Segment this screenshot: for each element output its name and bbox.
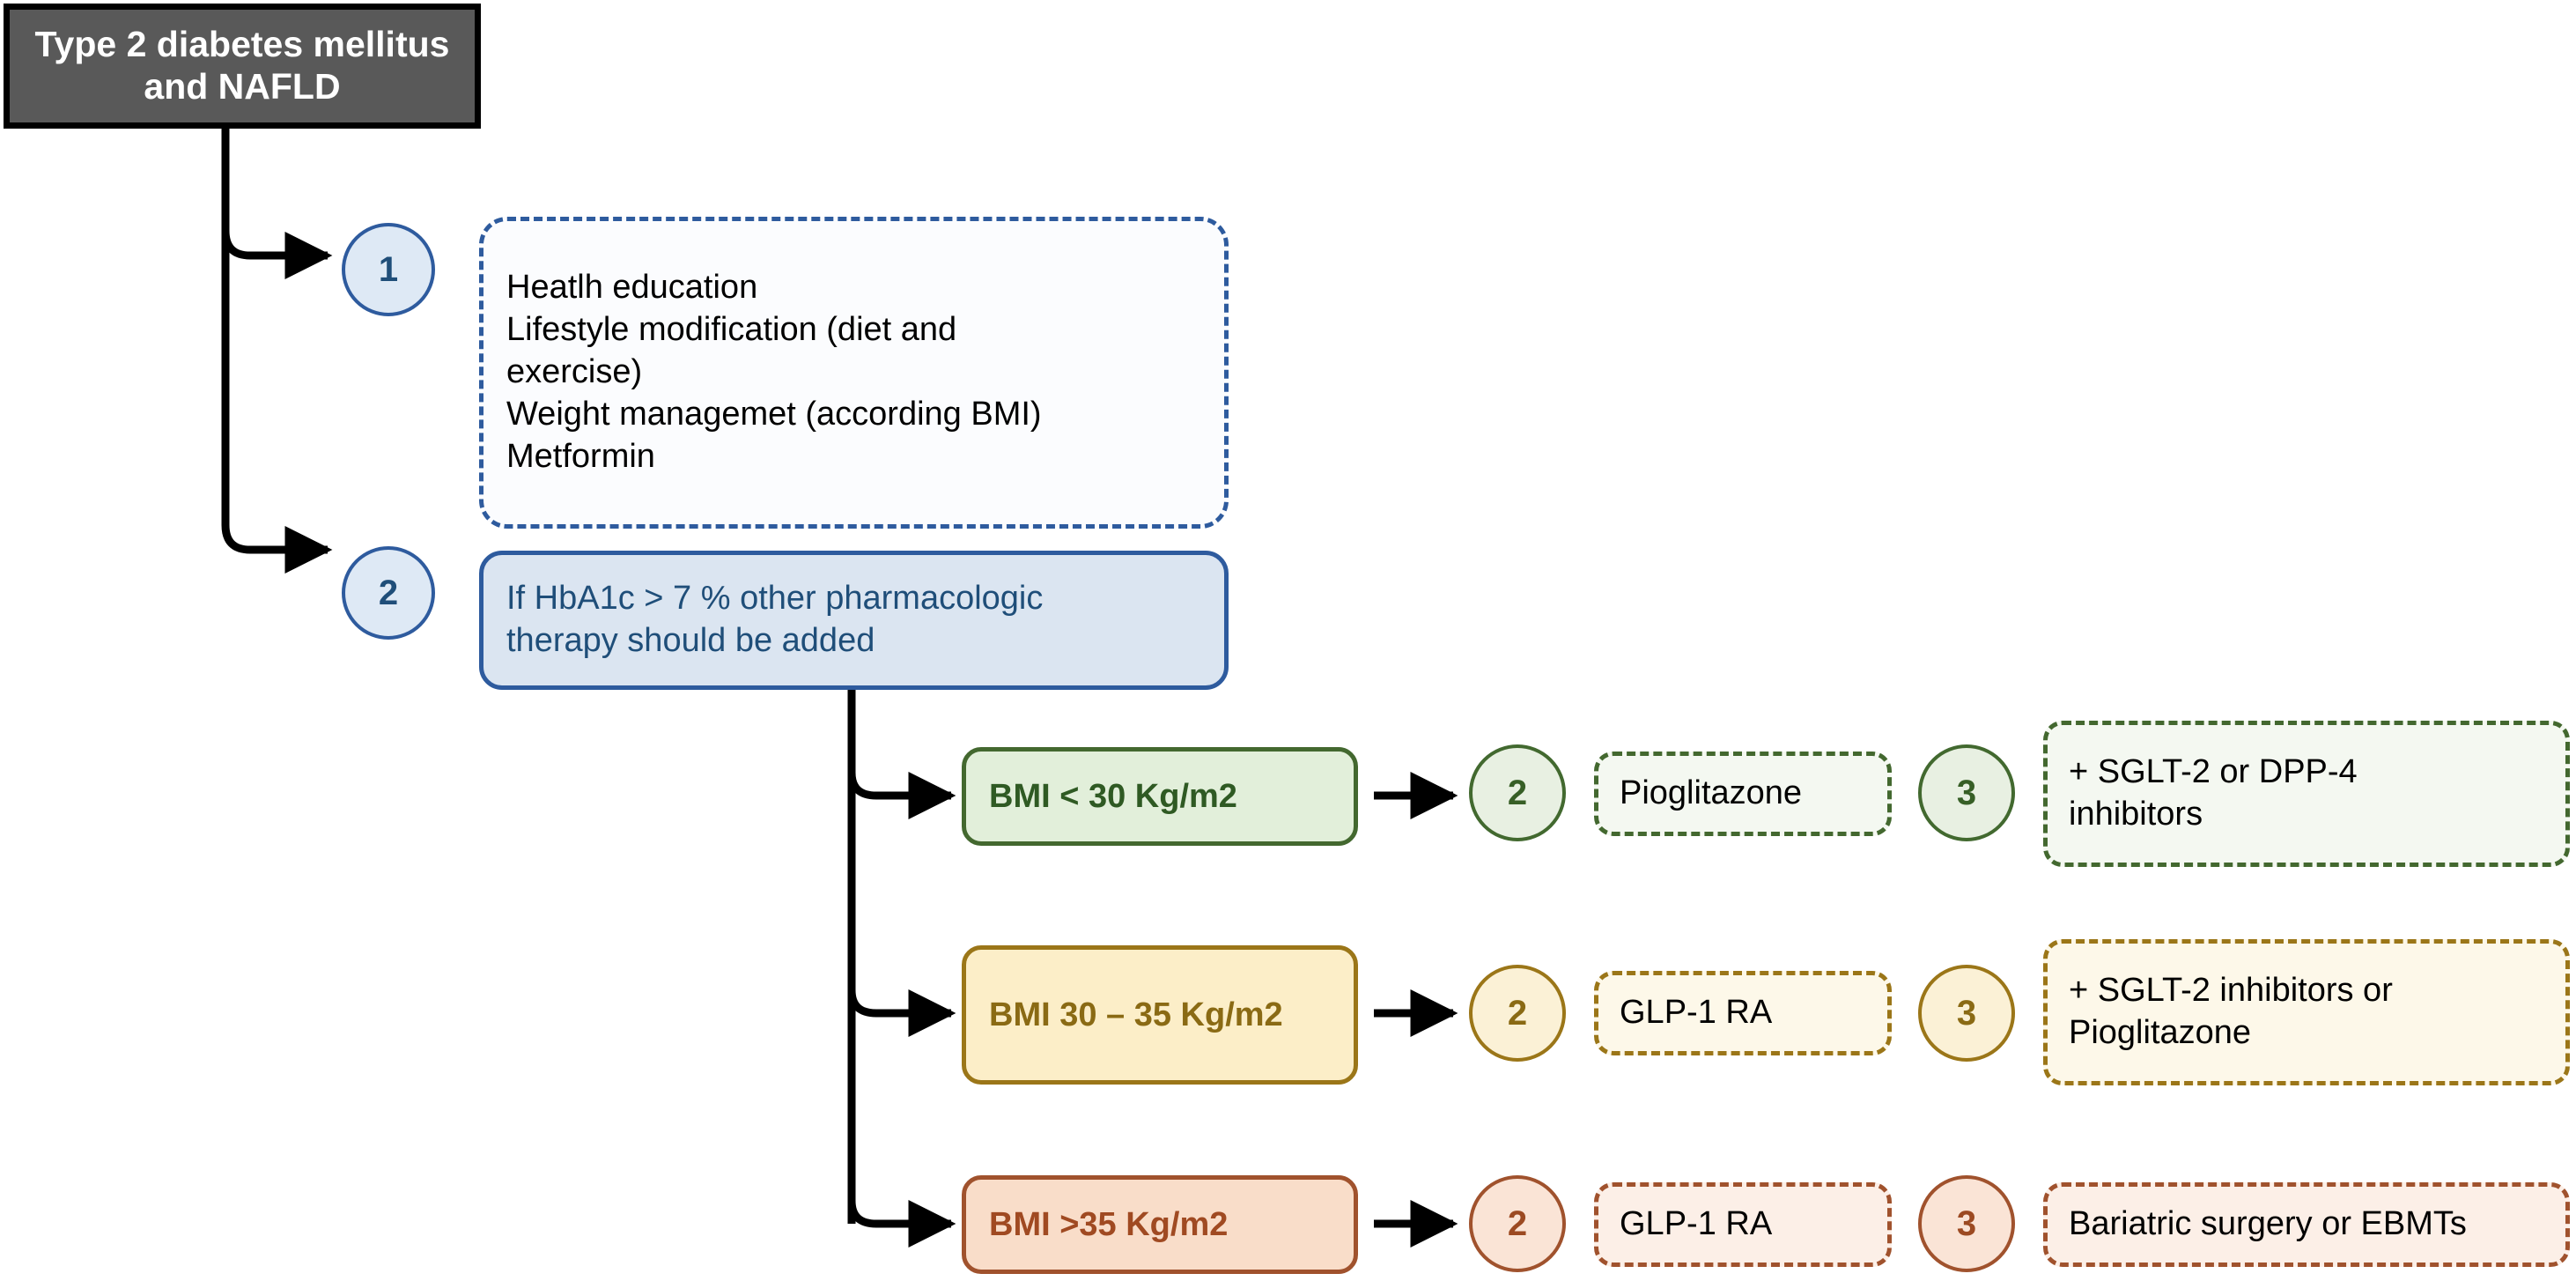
step-1-body: Heatlh education Lifestyle modification … bbox=[506, 269, 1042, 475]
step-2-badge: 2 bbox=[342, 546, 435, 640]
branch-green-step-a-therapy-label: Pioglitazone bbox=[1620, 774, 1803, 812]
branch-orange-step-a-number: 2 bbox=[1507, 1203, 1528, 1243]
connector-root-to-step1 bbox=[221, 230, 333, 279]
branch-yellow-step-a-number: 2 bbox=[1507, 993, 1528, 1033]
branch-green-step-a-badge: 2 bbox=[1469, 744, 1566, 841]
branch-yellow-step-b-therapy-label: + SGLT-2 inhibitors or Pioglitazone bbox=[2069, 972, 2393, 1051]
branch-orange-step-a-therapy: GLP-1 RA bbox=[1594, 1182, 1892, 1267]
branch-orange-step-a-badge: 2 bbox=[1469, 1175, 1566, 1272]
branch-green-criteria-label: BMI < 30 Kg/m2 bbox=[989, 777, 1237, 815]
branch-green-step-a-number: 2 bbox=[1507, 773, 1528, 812]
branch-yellow-step-a-badge: 2 bbox=[1469, 965, 1566, 1062]
branch-orange-criteria-label: BMI >35 Kg/m2 bbox=[989, 1205, 1229, 1243]
root-node-label: Type 2 diabetes mellitus and NAFLD bbox=[34, 24, 450, 107]
step-2-number: 2 bbox=[378, 573, 399, 612]
branch-green-criteria-box: BMI < 30 Kg/m2 bbox=[962, 747, 1358, 846]
step-2-panel: If HbA1c > 7 % other pharmacologic thera… bbox=[479, 551, 1229, 690]
connector-branch-orange bbox=[847, 1200, 956, 1248]
step-1-badge: 1 bbox=[342, 223, 435, 316]
branch-green-step-b-badge: 3 bbox=[1918, 744, 2015, 841]
step-1-panel: Heatlh education Lifestyle modification … bbox=[479, 217, 1229, 529]
branch-yellow-step-b-therapy: + SGLT-2 inhibitors or Pioglitazone bbox=[2043, 939, 2570, 1085]
branch-yellow-step-a-therapy: GLP-1 RA bbox=[1594, 971, 1892, 1055]
connector-branch-yellow bbox=[847, 989, 956, 1037]
branch-orange-step-b-therapy-label: Bariatric surgery or EBMTs bbox=[2069, 1205, 2467, 1243]
branch-orange-criteria-box: BMI >35 Kg/m2 bbox=[962, 1175, 1358, 1274]
branch-yellow-step-b-number: 3 bbox=[1956, 993, 1977, 1033]
step-1-number: 1 bbox=[378, 249, 399, 289]
branch-yellow-criteria-label: BMI 30 – 35 Kg/m2 bbox=[989, 996, 1283, 1033]
root-node: Type 2 diabetes mellitus and NAFLD bbox=[4, 4, 481, 129]
branch-green-step-a-therapy: Pioglitazone bbox=[1594, 752, 1892, 836]
branch-orange-step-a-therapy-label: GLP-1 RA bbox=[1620, 1205, 1773, 1243]
step-2-body: If HbA1c > 7 % other pharmacologic thera… bbox=[506, 580, 1044, 659]
branch-orange-step-b-number: 3 bbox=[1956, 1203, 1977, 1243]
connector-branch-green bbox=[847, 772, 956, 819]
branch-green-step-b-number: 3 bbox=[1956, 773, 1977, 812]
connector-root-to-step2 bbox=[221, 524, 333, 574]
branch-yellow-step-b-badge: 3 bbox=[1918, 965, 2015, 1062]
branch-yellow-criteria-box: BMI 30 – 35 Kg/m2 bbox=[962, 945, 1358, 1085]
branch-green-step-b-therapy: + SGLT-2 or DPP-4 inhibitors bbox=[2043, 721, 2570, 867]
branch-orange-step-b-therapy: Bariatric surgery or EBMTs bbox=[2043, 1182, 2570, 1267]
branch-orange-step-b-badge: 3 bbox=[1918, 1175, 2015, 1272]
branch-green-step-b-therapy-label: + SGLT-2 or DPP-4 inhibitors bbox=[2069, 753, 2358, 833]
branch-yellow-step-a-therapy-label: GLP-1 RA bbox=[1620, 994, 1773, 1032]
